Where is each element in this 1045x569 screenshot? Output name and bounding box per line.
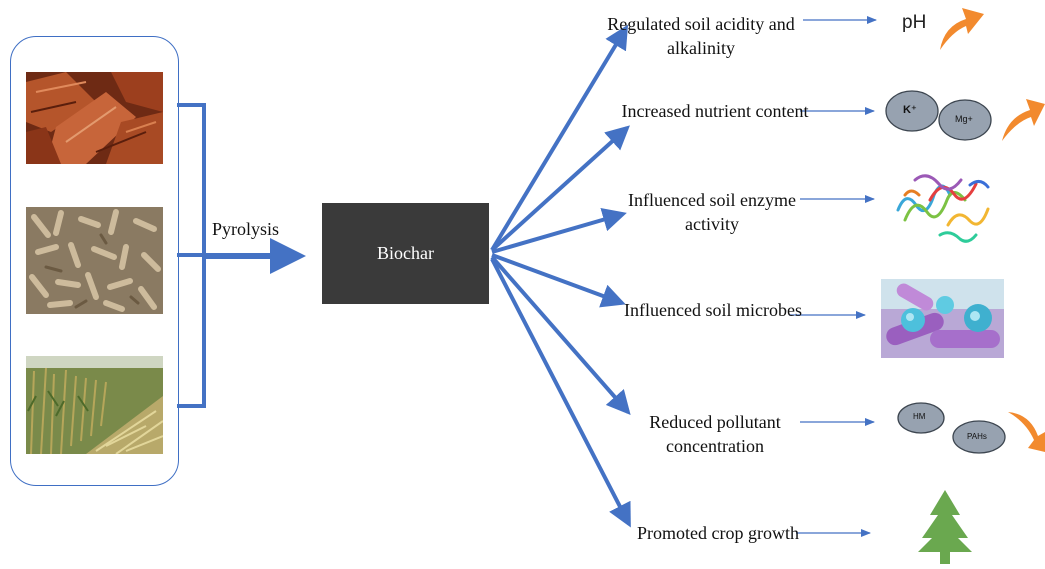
effect-arrow-3 bbox=[491, 208, 627, 254]
ph-label: pH bbox=[902, 12, 927, 33]
microbes-icon bbox=[881, 279, 1004, 358]
ion-label-mg: Mg+ bbox=[955, 114, 973, 124]
effect-label-enzyme: Influenced soil enzyme activity bbox=[628, 190, 796, 234]
pollutant-ions bbox=[897, 402, 1006, 454]
wood-logs-photo bbox=[26, 72, 163, 164]
ion-label-k: K⁺ bbox=[903, 104, 917, 116]
ion-ellipse-hm bbox=[897, 402, 945, 434]
ion-label-hm: HM bbox=[913, 412, 926, 421]
decrease-arrow-icon bbox=[1008, 412, 1045, 452]
pyrolysis-label: Pyrolysis bbox=[212, 219, 280, 239]
effect-arrow-2 bbox=[490, 125, 630, 252]
tree-icon bbox=[918, 490, 972, 564]
biochar-box: Biochar bbox=[322, 203, 489, 304]
effect-label-microbes: Influenced soil microbes bbox=[624, 300, 802, 320]
nutrient-ions bbox=[885, 90, 992, 141]
ion-ellipse-k bbox=[885, 90, 939, 132]
increase-arrow-icon-2 bbox=[1002, 99, 1045, 141]
ion-label-pahs: PAHs bbox=[967, 432, 987, 441]
effect-label-acidity: Regulated soil acidity and alkalinity bbox=[607, 14, 795, 58]
effect-arrow-1 bbox=[490, 24, 629, 252]
ion-ellipse-mg bbox=[938, 99, 992, 141]
indicator-arrows bbox=[789, 16, 877, 537]
ion-ellipse-pahs bbox=[952, 420, 1006, 454]
wood-pellets-photo bbox=[26, 207, 163, 314]
effect-label-crop-growth: Promoted crop growth bbox=[637, 523, 799, 543]
effect-label-nutrient: Increased nutrient content bbox=[621, 101, 809, 121]
effect-label-pollutant: Reduced pollutant concentration bbox=[649, 412, 781, 456]
effect-arrow-5 bbox=[490, 255, 631, 416]
effect-arrows bbox=[490, 24, 631, 528]
biochar-label: Biochar bbox=[377, 243, 434, 263]
effect-arrow-4 bbox=[491, 253, 626, 308]
feedstock-bracket bbox=[177, 103, 206, 408]
crop-straw-photo bbox=[26, 356, 163, 454]
effect-arrow-6 bbox=[490, 258, 631, 528]
increase-arrow-icon-1 bbox=[940, 8, 984, 50]
enzyme-protein-icon bbox=[896, 174, 990, 243]
